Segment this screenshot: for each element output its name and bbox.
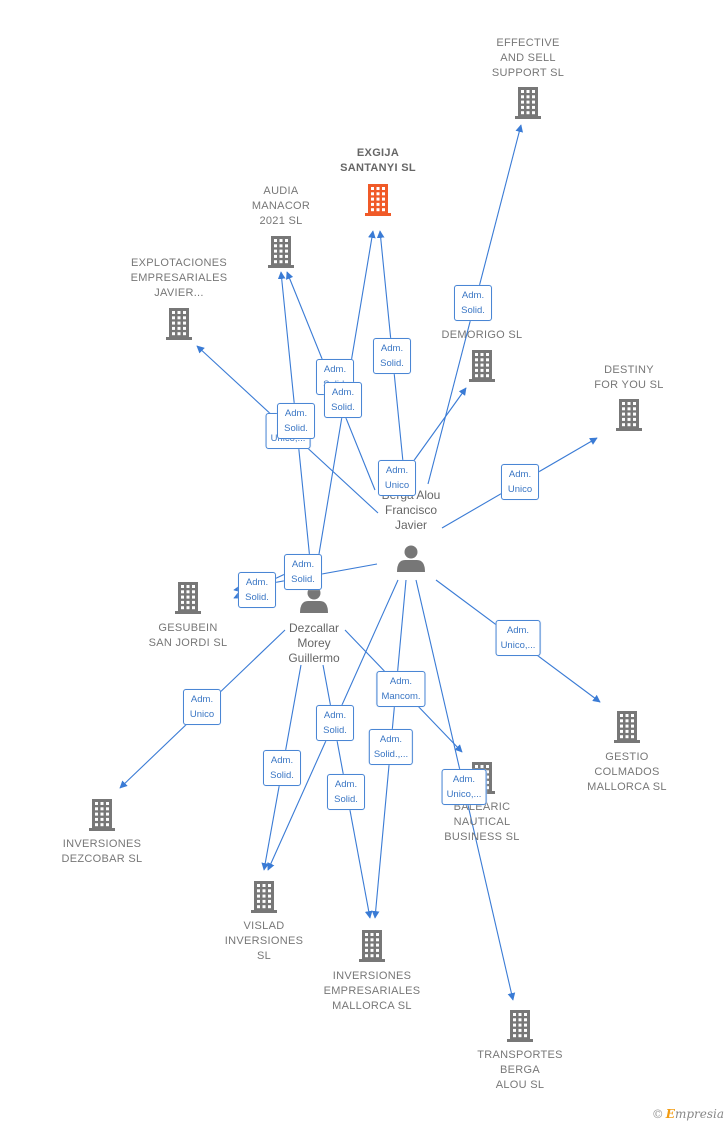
edge-label-berga-demorigo: Adm. Unico [378, 460, 416, 496]
edge-label-berga-effective: Adm. Solid. [454, 285, 492, 321]
nodes-layer [89, 87, 642, 1042]
building-icon[interactable] [365, 184, 391, 216]
person-icon[interactable] [397, 545, 425, 573]
empresia-logo[interactable]: ©Empresia [652, 1107, 724, 1121]
person-icon[interactable] [300, 586, 328, 614]
company-label-gestio[interactable]: GESTIO COLMADOS MALLORCA SL [587, 751, 667, 793]
company-label-exgija[interactable]: EXGIJA SANTANYI SL [340, 147, 416, 174]
company-label-demorigo[interactable]: DEMORIGO SL [441, 329, 523, 341]
company-label-explotaciones[interactable]: EXPLOTACIONES EMPRESARIALES JAVIER... [130, 257, 228, 299]
edge-label-dezcallar-dezcobar: Adm. Unico [183, 689, 221, 725]
building-icon[interactable] [614, 711, 640, 743]
company-label-effective[interactable]: EFFECTIVE AND SELL SUPPORT SL [491, 37, 565, 79]
company-label-transportes[interactable]: TRANSPORTES BERGA ALOU SL [477, 1049, 563, 1091]
edge-label-dezcallar-vislad: Adm. Solid. [263, 750, 301, 786]
edge-label-berga-exgija: Adm. Solid. [373, 338, 411, 374]
company-label-balearic[interactable]: BALEARIC NAUTICAL BUSINESS SL [444, 801, 520, 843]
edge-label-berga-gestio: Adm. Unico,... [495, 620, 541, 656]
brand-initial: E [665, 1107, 675, 1121]
building-icon[interactable] [268, 236, 294, 268]
building-icon[interactable] [616, 399, 642, 431]
company-label-invmallorca[interactable]: INVERSIONES EMPRESARIALES MALLORCA SL [323, 970, 421, 1012]
edge-label-berga-invmallorca: Adm. Solid.,... [368, 729, 414, 765]
edge-label-dezcallar-invmallorca: Adm. Solid. [327, 774, 365, 810]
building-icon[interactable] [89, 799, 115, 831]
copyright-symbol: © [651, 1107, 664, 1121]
building-icon[interactable] [251, 881, 277, 913]
edge-label-dezcallar-audia: Adm. Solid. [277, 403, 315, 439]
company-label-gesubein[interactable]: GESUBEIN SAN JORDI SL [148, 622, 228, 649]
company-label-audia[interactable]: AUDIA MANACOR 2021 SL [251, 185, 311, 227]
company-label-destiny[interactable]: DESTINY FOR YOU SL [594, 364, 664, 391]
edge-label-berga-transportes: Adm. Unico,... [441, 769, 487, 805]
building-icon[interactable] [469, 350, 495, 382]
person-label-berga[interactable]: Berga Alou Francisco Javier [382, 488, 441, 532]
edge-label-dezcallar-gesubein: Adm. Solid. [238, 572, 276, 608]
building-icon[interactable] [515, 87, 541, 119]
edge-label-dezcallar-exgija: Adm. Solid. [324, 382, 362, 418]
building-icon[interactable] [507, 1010, 533, 1042]
building-icon[interactable] [166, 308, 192, 340]
building-icon[interactable] [175, 582, 201, 614]
company-label-dezcobar[interactable]: INVERSIONES DEZCOBAR SL [61, 838, 143, 865]
edge-berga-demorigo [409, 387, 467, 467]
brand-name: mpresia [674, 1107, 724, 1121]
edge-label-dezcallar-balearic: Adm. Mancom. [376, 671, 426, 707]
person-label-dezcallar[interactable]: Dezcallar Morey Guillermo [288, 621, 340, 665]
edge-label-berga-gesubein: Adm. Solid. [284, 554, 322, 590]
building-icon[interactable] [359, 930, 385, 962]
edge-label-berga-vislad: Adm. Solid. [316, 705, 354, 741]
edge-label-berga-destiny: Adm. Unico [501, 464, 539, 500]
company-label-vislad[interactable]: VISLAD INVERSIONES SL [224, 920, 304, 962]
